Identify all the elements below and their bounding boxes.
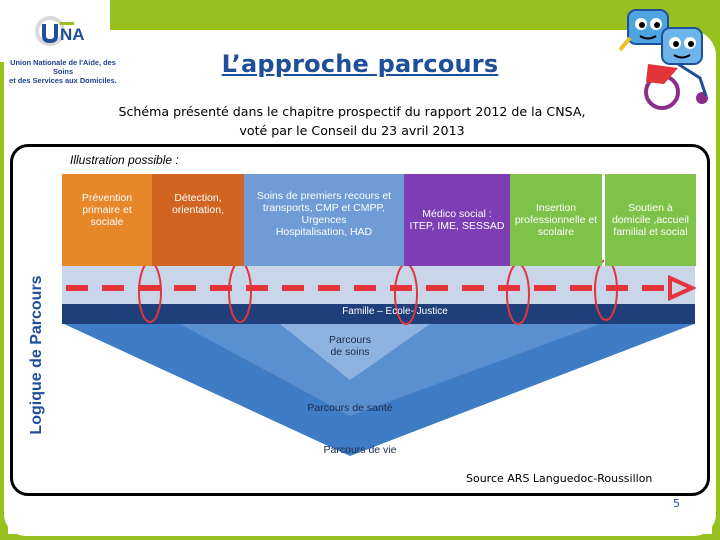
logo-tagline-line-1: Union Nationale de l'Aide, des Soins (10, 58, 116, 76)
subtitle-line-2: voté par le Conseil du 23 avril 2013 (239, 123, 465, 138)
box-line: sociale (90, 216, 124, 228)
box-line: familial et social (613, 226, 688, 238)
una-logo-icon: NA (35, 16, 85, 46)
triangle-parcours-soins (280, 324, 430, 380)
una-logo: NA Union Nationale de l'Aide, des Soins … (8, 8, 118, 85)
parcours-arrow-head (668, 274, 697, 302)
box-line: Hospitalisation, HAD (275, 226, 373, 238)
box-line: transports, CMP et CMPP, (262, 202, 386, 214)
box-line: scolaire (537, 226, 575, 238)
frame-bottom-border (0, 534, 720, 540)
box-insertion: Insertion professionnelle et scolaire (510, 174, 602, 266)
logo-tagline-line-2: et des Services aux Domiciles. (9, 76, 117, 85)
box-line: Insertion (535, 202, 577, 214)
diagram-caption: Illustration possible : (68, 153, 181, 167)
label-parcours-sante: Parcours de santé (307, 402, 393, 414)
box-prevention: Prévention primaire et sociale (62, 174, 152, 266)
box-line: Médico social : (422, 208, 492, 220)
box-line: ITEP, IME, SESSAD (409, 220, 505, 232)
box-soutien-domicile: Soutien à domicile ,accueil familial et … (604, 174, 696, 266)
subtitle-line-1: Schéma présenté dans le chapitre prospec… (118, 104, 586, 119)
slide-title: L’approche parcours (221, 50, 499, 78)
box-line: domicile ,accueil (611, 214, 690, 226)
box-line: Détection, (174, 192, 222, 204)
box-soins: Soins de premiers recours et transports,… (244, 174, 404, 266)
slide-subtitle: Schéma présenté dans le chapitre prospec… (96, 102, 608, 140)
axis-label-text: Logique de Parcours (28, 275, 45, 435)
box-line: Soins de premiers recours et (256, 190, 392, 202)
svg-text:NA: NA (60, 25, 85, 44)
box-line: professionnelle et (514, 214, 598, 226)
box-line: Urgences (301, 214, 347, 226)
label-parcours-vie: Parcours de vie (323, 444, 397, 456)
box-line: orientation, (172, 204, 224, 216)
triangle-parcours-sante (180, 324, 600, 416)
label-parcours-soins: Parcours de soins (300, 334, 400, 358)
famille-band-label: Famille – Ecole- Justice (342, 306, 448, 317)
frame-right-border (712, 62, 720, 540)
box-line: Soutien à (628, 202, 673, 214)
page-number: 5 (673, 497, 680, 510)
axis-label: Logique de Parcours (22, 270, 52, 440)
famille-band (62, 304, 695, 324)
box-line: primaire et (82, 204, 132, 216)
mascot-illustration (618, 9, 708, 110)
box-medico-social: Médico social : ITEP, IME, SESSAD (404, 174, 510, 266)
label-line: Parcours (328, 334, 371, 346)
box-line: Prévention (81, 192, 133, 204)
source-note: Source ARS Languedoc-Roussillon (466, 472, 653, 485)
logo-tagline: Union Nationale de l'Aide, des Soins et … (8, 58, 118, 85)
label-line: de soins (330, 346, 370, 358)
box-detection: Détection, orientation, (152, 174, 244, 266)
